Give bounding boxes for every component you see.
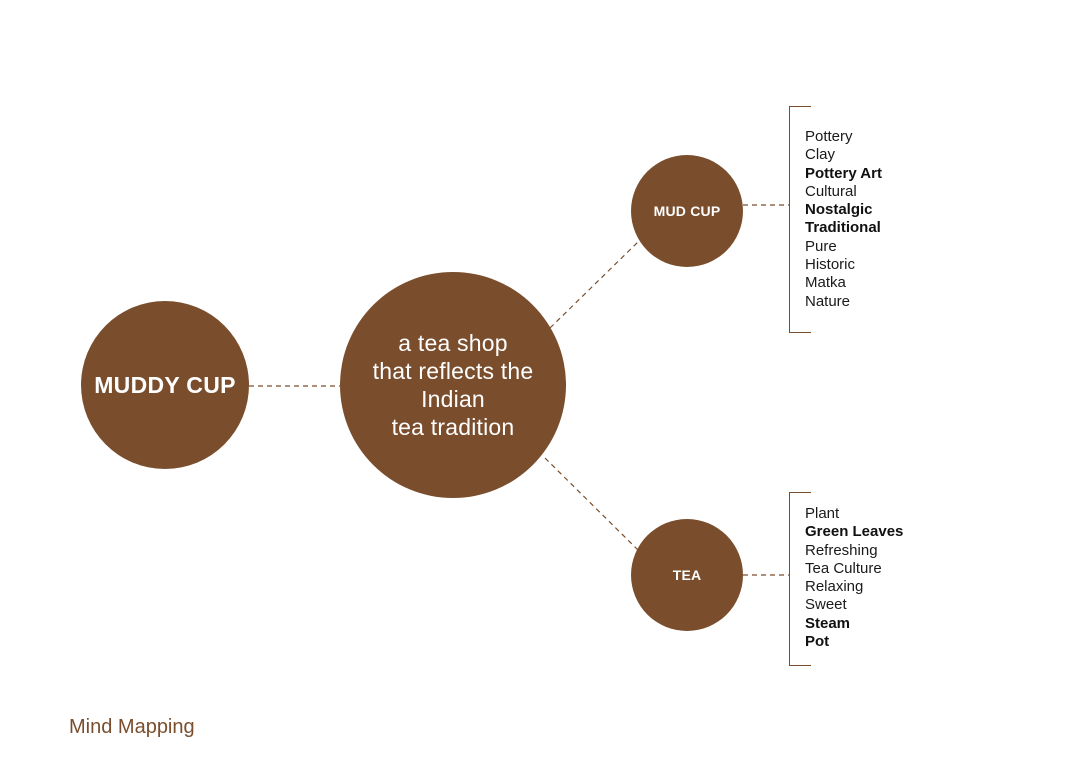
list-item: Pottery [805, 128, 853, 145]
list-item: Sweet [805, 596, 847, 614]
mud-cup-bracket [789, 106, 811, 333]
node-mud-cup: MUD CUP [631, 155, 743, 267]
list-item: Pottery Art [805, 164, 882, 182]
list-item: Relaxing [805, 578, 864, 596]
list-item: Nature [805, 292, 851, 310]
list-item: Cultural [805, 182, 857, 200]
list-item: Clay [805, 146, 836, 164]
connector-center-to-tea [544, 457, 641, 553]
mud-cup-word-list: Pottery Clay Pottery Art Cultural Nostal… [805, 128, 882, 311]
list-item: Pure [805, 237, 837, 255]
node-tea-shop: a tea shop that reflects the Indian tea … [340, 272, 566, 498]
node-tea: TEA [631, 519, 743, 631]
list-item: Pot [805, 633, 830, 651]
list-item: Traditional [805, 219, 881, 237]
node-mud-cup-label: MUD CUP [653, 203, 721, 219]
footer-title: Mind Mapping [69, 716, 195, 738]
node-muddy-cup-label: MUDDY CUP [94, 371, 236, 398]
node-muddy-cup: MUDDY CUP [81, 301, 249, 469]
list-item: Green Leaves [805, 523, 904, 541]
list-item: Nostalgic [805, 201, 873, 219]
tea-bracket [789, 492, 811, 666]
node-tea-label: TEA [672, 567, 702, 583]
list-item: Plant [805, 505, 840, 522]
list-item: Refreshing [805, 541, 878, 559]
node-tea-shop-label: a tea shop that reflects the Indian tea … [372, 330, 534, 440]
tea-word-list: Plant Green Leaves Refreshing Tea Cultur… [805, 505, 903, 651]
list-item: Steam [805, 614, 851, 632]
list-item: Historic [805, 256, 856, 274]
list-item: Matka [805, 274, 846, 292]
connector-center-to-mud-cup [549, 239, 641, 329]
list-item: Tea Culture [805, 559, 882, 577]
